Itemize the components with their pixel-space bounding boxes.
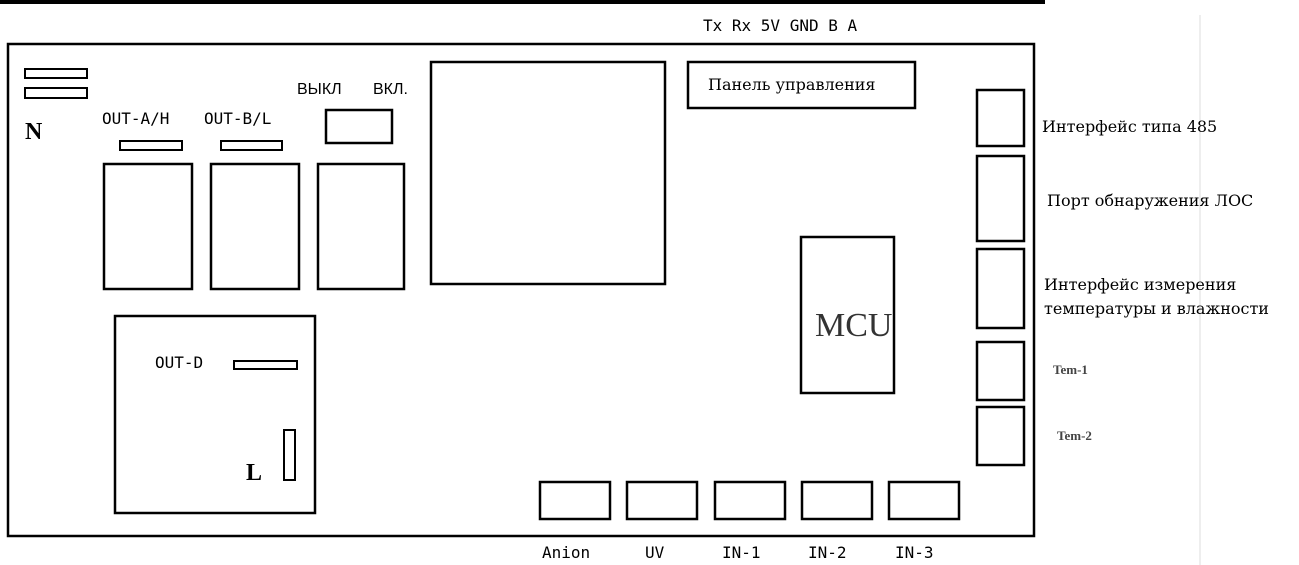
- header-pins-label: Tx Rx 5V GND B A: [703, 16, 857, 35]
- out-a-label: OUT-A/H: [102, 109, 169, 128]
- relay-out-b: [209, 162, 301, 291]
- mcu-label: MCU: [815, 307, 892, 344]
- iface-485-label: Интерфейс типа 485: [1042, 117, 1217, 136]
- tem1-label: Tem-1: [1053, 362, 1088, 377]
- temp-hum-label-line2: температуры и влажности: [1044, 299, 1269, 318]
- control-panel-label: Панель управления: [708, 75, 876, 94]
- temp-hum-label-line1: Интерфейс измерения: [1044, 275, 1236, 294]
- mcu-chip: [799, 235, 896, 395]
- out-d-slot: [233, 360, 298, 370]
- board-outline: [6, 42, 1036, 538]
- connector-temp-hum: [975, 247, 1026, 330]
- port-anion: [538, 480, 612, 521]
- port-anion-label: Anion: [542, 543, 590, 562]
- port-in1-label: IN-1: [722, 543, 761, 562]
- port-in3: [887, 480, 961, 521]
- out-a-slot: [119, 140, 183, 151]
- connector-voc: [975, 154, 1026, 243]
- n-terminal-bar-top: [24, 68, 88, 79]
- connector-tem1: [975, 340, 1026, 402]
- tem2-label: Tem-2: [1057, 428, 1092, 443]
- l-label: L: [246, 460, 262, 486]
- relay-out-a: [102, 162, 194, 291]
- switch-box: [324, 108, 394, 145]
- port-in3-label: IN-3: [895, 543, 934, 562]
- relay-power: [316, 162, 406, 291]
- port-in1: [713, 480, 787, 521]
- n-label: N: [25, 119, 43, 145]
- l-terminal: [283, 429, 296, 481]
- out-d-label: OUT-D: [155, 353, 203, 372]
- port-in2: [800, 480, 874, 521]
- n-terminal-bar-bottom: [24, 87, 88, 99]
- port-uv-label: UV: [645, 543, 665, 562]
- out-b-label: OUT-B/L: [204, 109, 271, 128]
- connector-485: [975, 88, 1026, 148]
- out-b-slot: [220, 140, 283, 151]
- control-panel-box: [686, 60, 917, 110]
- port-uv: [625, 480, 699, 521]
- port-in2-label: IN-2: [808, 543, 847, 562]
- switch-off-label: ВЫКЛ: [297, 81, 342, 98]
- connector-tem2: [975, 405, 1026, 467]
- switch-on-label: ВКЛ.: [373, 81, 408, 98]
- large-module: [429, 60, 667, 286]
- power-supply-block: [113, 314, 317, 515]
- voc-port-label: Порт обнаружения ЛОС: [1047, 191, 1253, 210]
